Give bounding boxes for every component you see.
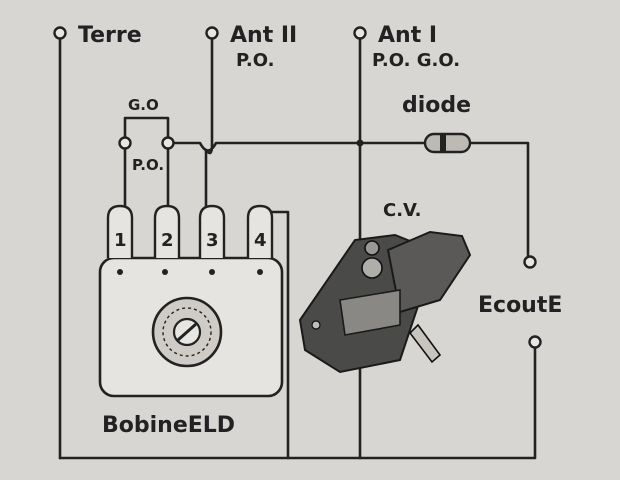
- label-po: P.O.: [132, 156, 164, 174]
- cv-mount-hole: [311, 320, 321, 330]
- label-diode: diode: [402, 93, 471, 118]
- bobine-dot-1: [117, 269, 123, 275]
- cv-frame: [339, 289, 401, 336]
- label-cv: C.V.: [383, 200, 422, 221]
- label-ant2-po: P.O.: [236, 50, 274, 71]
- bobine-dot-2: [162, 269, 168, 275]
- bobine-pins: [106, 204, 274, 258]
- wire-bottom-rail: [58, 343, 537, 460]
- pin-3-tab: [198, 204, 226, 258]
- go-bracket: [123, 116, 170, 140]
- terminal-po-left: [118, 136, 132, 150]
- label-ant1: Ant I: [378, 23, 437, 48]
- wire-go-bus: [173, 141, 362, 152]
- bobine-dial-scale: [162, 307, 212, 357]
- pin-2-tab: [153, 204, 181, 258]
- diode-body: [423, 132, 472, 154]
- diode-component: [423, 132, 472, 154]
- terminal-ecout-top: [523, 255, 537, 269]
- label-ant1-po-go: P.O. G.O.: [372, 50, 460, 71]
- label-ecout: EcoutE: [478, 293, 562, 318]
- bobine-dot-4: [257, 269, 263, 275]
- wiring: [58, 36, 537, 460]
- junction-dot: [356, 139, 364, 147]
- pin-1-tab: [106, 204, 134, 258]
- bobine-eld: [98, 256, 284, 398]
- label-terre: Terre: [78, 23, 142, 48]
- pin-4-label: 4: [254, 230, 267, 251]
- terminals: [53, 26, 542, 349]
- bobine-dot-3: [209, 269, 215, 275]
- terminal-ant1: [353, 26, 367, 40]
- pin-4-tab: [246, 204, 274, 258]
- cv-terminal-top: [364, 240, 380, 256]
- pin-1-label: 1: [114, 230, 127, 251]
- diode-band: [440, 134, 446, 152]
- bobine-knob-slot: [177, 322, 197, 342]
- pin-3-label: 3: [206, 230, 219, 251]
- terminal-terre: [53, 26, 67, 40]
- variable-capacitor: [298, 230, 472, 374]
- terminal-ecout-bottom: [528, 335, 542, 349]
- label-bobine: BobineELD: [102, 413, 235, 438]
- wire-pin4: [266, 210, 290, 460]
- cv-shaft: [408, 323, 442, 364]
- pin-2-label: 2: [161, 230, 174, 251]
- labels: Terre Ant II P.O. Ant I P.O. G.O. G.O P.…: [78, 23, 562, 438]
- wire-diode-out: [468, 141, 530, 257]
- terminal-ant2: [205, 26, 219, 40]
- label-go: G.O: [128, 96, 159, 114]
- label-ant2: Ant II: [230, 23, 297, 48]
- cv-screw: [361, 257, 383, 279]
- terminal-po-right: [161, 136, 175, 150]
